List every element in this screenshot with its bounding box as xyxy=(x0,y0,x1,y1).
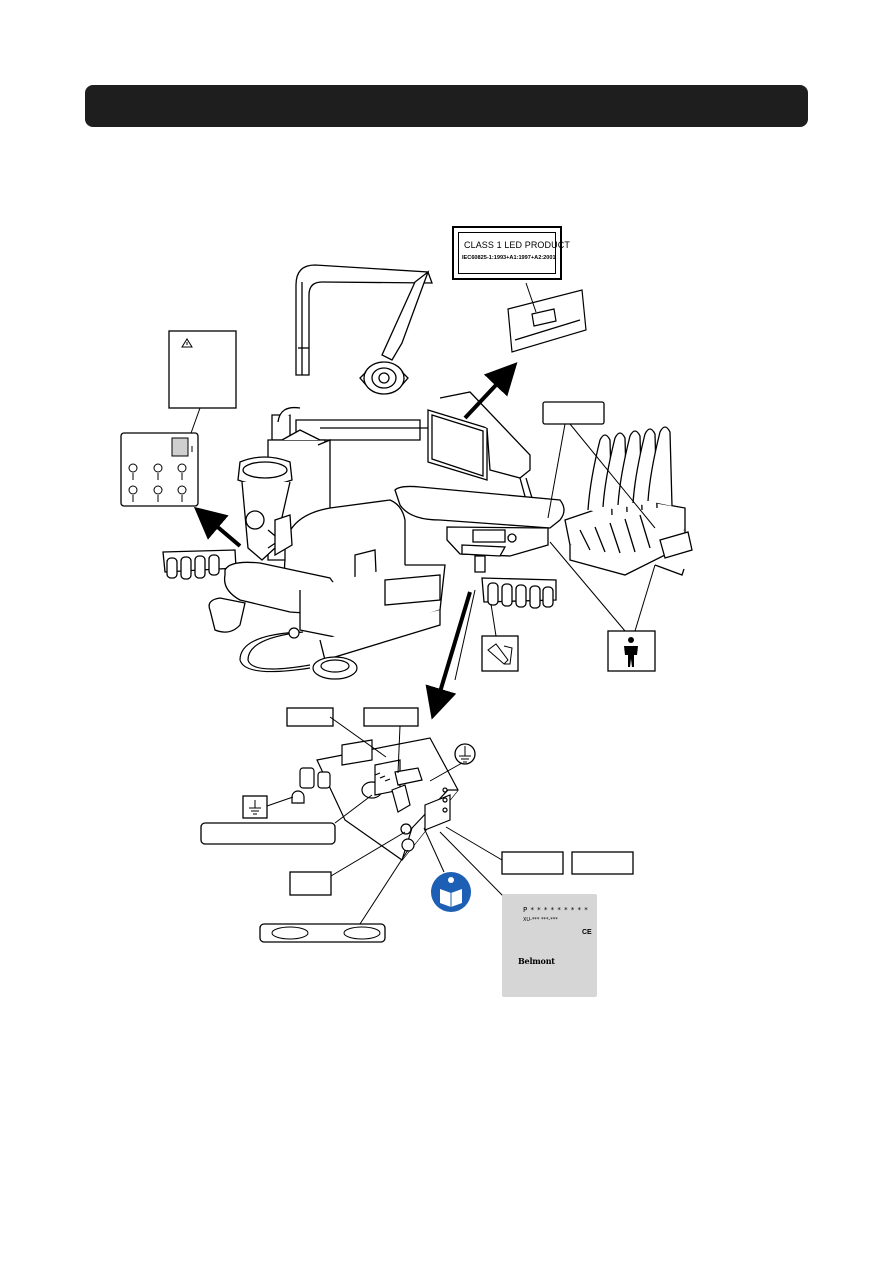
led-label-standard: IEC60825-1:1993+A1:1997+A2:2001 xyxy=(462,255,556,261)
rating-plate-model: XU-*** ***-*** xyxy=(523,917,558,923)
led-board-unit xyxy=(507,289,587,353)
warning-triangle-icon xyxy=(181,338,193,348)
warning-label xyxy=(168,330,237,409)
patient-chair xyxy=(208,485,565,661)
fuse-label xyxy=(259,923,386,943)
class1-led-product-label: CLASS 1 LED PRODUCT IEC60825-1:1993+A1:1… xyxy=(452,226,570,280)
label-box xyxy=(542,401,605,425)
hot-surface-icon xyxy=(481,635,519,672)
doctor-control-panel xyxy=(446,526,549,573)
label-box xyxy=(200,822,336,845)
operating-light xyxy=(295,264,433,395)
foot-control xyxy=(239,627,358,680)
ce-mark: CE xyxy=(582,929,592,936)
manufacturer-logo-text: Belmont xyxy=(518,956,555,966)
lower-instrument-holder xyxy=(481,577,557,609)
label-box xyxy=(363,707,419,727)
label-box xyxy=(501,851,564,875)
led-label-title: CLASS 1 LED PRODUCT xyxy=(464,240,570,250)
type-b-applied-part-icon xyxy=(607,630,656,672)
doctor-table-unit xyxy=(564,426,693,576)
pointer-arrow xyxy=(193,506,242,548)
section-header-bar xyxy=(85,85,808,127)
read-manual-icon xyxy=(431,872,471,912)
assistant-instrument-holder xyxy=(162,549,237,580)
pointer-arrow xyxy=(425,591,472,720)
label-box xyxy=(289,871,332,896)
syringe-switch-panel xyxy=(120,432,199,507)
rating-plate xyxy=(502,894,597,997)
label-box xyxy=(571,851,634,875)
rating-plate-serial: P * * * * * * * * * xyxy=(523,906,589,914)
label-box xyxy=(286,707,334,727)
junction-box xyxy=(291,737,459,861)
ground-symbol-icon xyxy=(242,795,268,819)
ground-symbol-icon xyxy=(454,743,476,765)
pointer-arrow xyxy=(463,362,518,420)
monitor-and-post xyxy=(295,391,533,501)
